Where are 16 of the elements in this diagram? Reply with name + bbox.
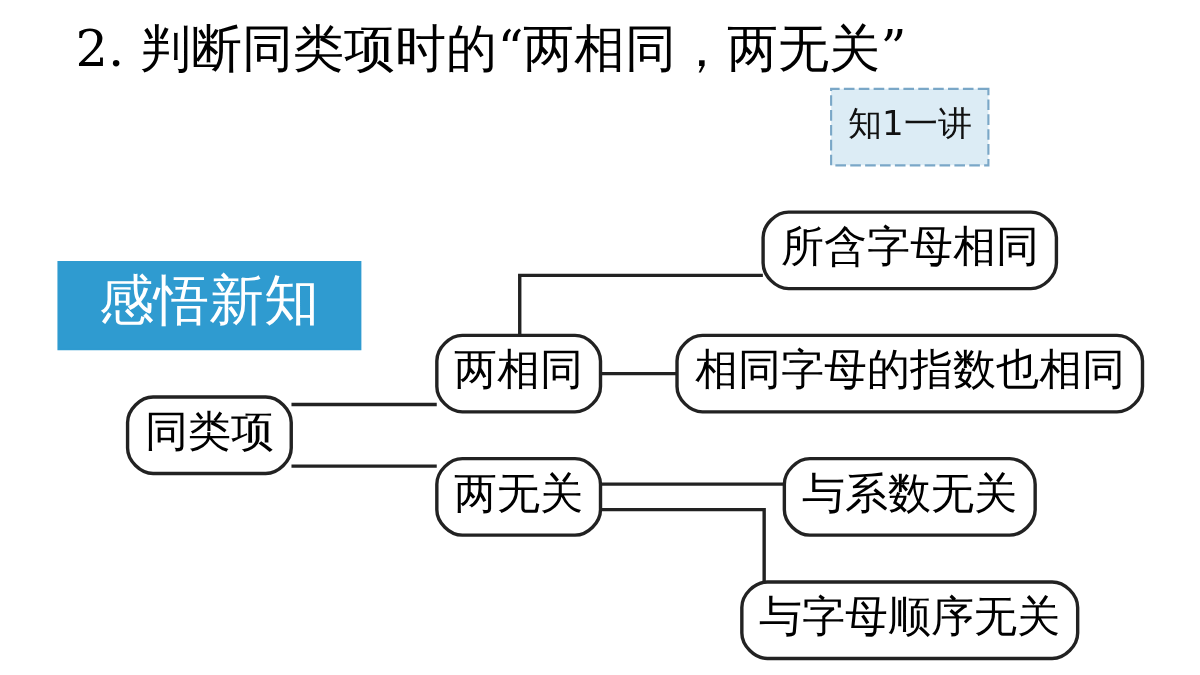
node-box: 所含字母相同 [760,210,1058,291]
connector [291,464,437,468]
label: 感悟新知 [98,268,319,333]
connector [517,273,763,336]
node-box: 同类项 [125,395,293,476]
label: 知1一讲 [847,103,972,144]
connector [600,507,766,582]
node-box: 与字母顺序无关 [739,580,1079,661]
node-box: 两无关 [434,456,602,537]
connector [291,402,437,407]
node-box: 与系数无关 [782,456,1037,537]
connector [600,482,784,486]
node-box: 相同字母的指数也相同 [674,333,1144,414]
diagram-title: 2. 判断同类项时的“两相同，两无关” [75,18,907,78]
connector [600,371,677,376]
node-box: 两相同 [434,333,602,414]
